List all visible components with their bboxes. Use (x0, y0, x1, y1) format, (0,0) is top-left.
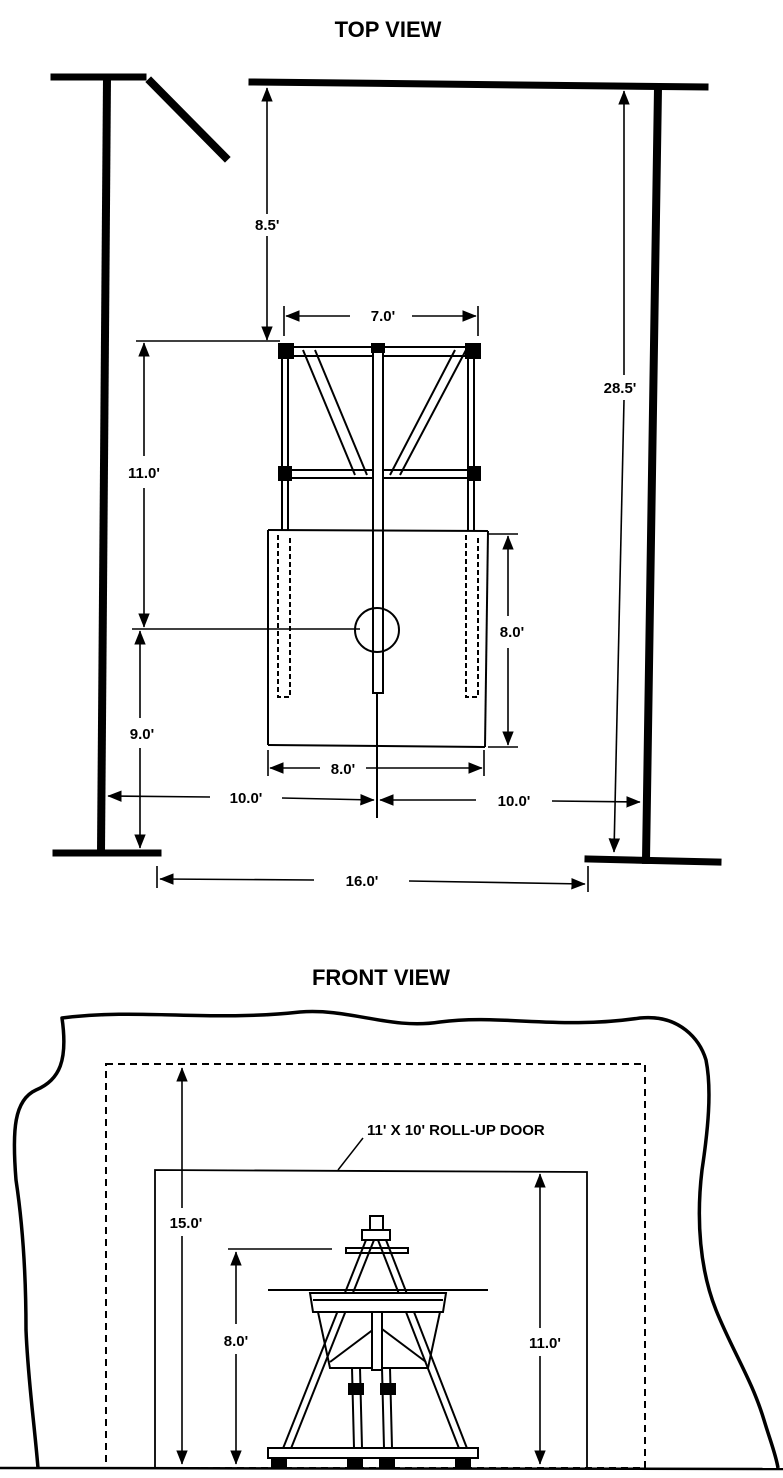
dim-table-width: 8.0' (331, 761, 355, 778)
dim-door-opening: 16.0' (346, 873, 379, 890)
dim-table-height: 8.0' (224, 1333, 248, 1350)
door-label-leader (337, 1137, 364, 1171)
entry-door-leaf (145, 76, 231, 163)
dim-room-depth: 28.5' (604, 380, 637, 397)
dim-front-clearance: 8.5' (255, 217, 279, 234)
dim-table-depth: 8.0' (500, 624, 524, 641)
front-view-fixture (267, 1215, 488, 1469)
opening-outline (105, 1063, 646, 1469)
dim-rear-clearance: 9.0' (130, 726, 154, 743)
dim-right-clearance: 10.0' (498, 793, 531, 810)
door-label: 11' X 10' ROLL-UP DOOR (367, 1122, 545, 1139)
top-view-frame (267, 343, 489, 818)
front-view-dimension-lines (176, 1067, 546, 1465)
top-view-dimension-labels: 8.5' 7.0' 28.5' 11.0' 8.0' 9.0' 8.0' 10.… (128, 217, 636, 890)
roll-up-door-outline (154, 1169, 588, 1468)
front-view-dimension-labels: 15.0' 8.0' 11.0' (170, 1215, 561, 1352)
bottom-right-wall-cap (584, 855, 722, 866)
dim-door-height: 11.0' (529, 1335, 561, 1352)
top-view-walls (50, 73, 722, 866)
dim-left-clearance: 10.0' (230, 790, 263, 807)
front-view-title: FRONT VIEW (312, 965, 450, 990)
dim-opening-height: 15.0' (170, 1215, 203, 1232)
dim-frame-width: 7.0' (371, 308, 395, 325)
building-outline (12, 1009, 780, 1469)
top-view-dimension-lines (107, 87, 641, 892)
left-wall (96, 73, 112, 857)
top-view-title: TOP VIEW (335, 17, 442, 42)
right-wall (641, 83, 663, 865)
dim-frame-depth: 11.0' (128, 465, 160, 482)
top-wall (248, 78, 709, 91)
